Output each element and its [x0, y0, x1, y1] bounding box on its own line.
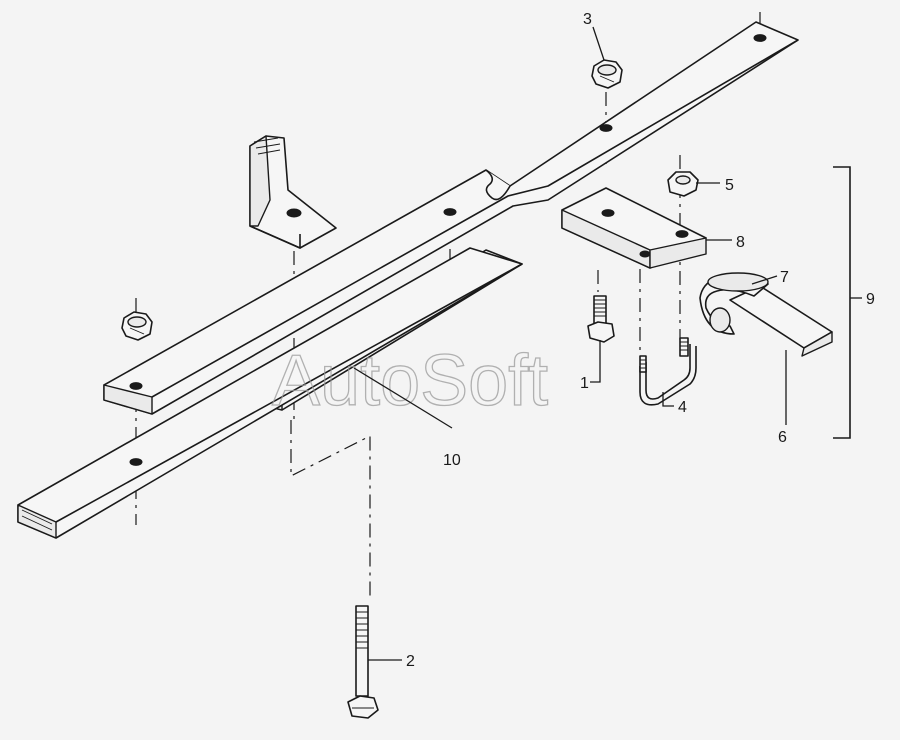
nut-upper: [591, 59, 623, 89]
long-bolt-2: [347, 605, 379, 719]
callout-5: 5: [725, 177, 734, 194]
group-bracket-9: [833, 166, 851, 439]
spring-eye-leaf: [699, 272, 833, 357]
callout-7: 7: [780, 269, 789, 286]
bolt-1: [587, 295, 615, 343]
nut-5: [667, 171, 699, 197]
callout-10: 10: [443, 452, 461, 469]
upper-spring-leaf: [103, 21, 799, 415]
watermark-text: AutoSoft: [272, 341, 548, 421]
callout-9: 9: [866, 291, 875, 308]
u-bolt-4: [639, 337, 697, 406]
callout-8: 8: [736, 234, 745, 251]
lower-spring-leaf: [17, 247, 523, 539]
leader-lines: [353, 26, 787, 661]
callout-2: 2: [406, 653, 415, 670]
callout-1: 1: [580, 375, 589, 392]
angle-bracket: [249, 135, 337, 249]
callout-6: 6: [778, 429, 787, 446]
callout-4: 4: [678, 399, 687, 416]
clamp-plate-8: [561, 187, 707, 269]
callout-3: 3: [583, 11, 592, 28]
nut-left: [121, 311, 153, 341]
